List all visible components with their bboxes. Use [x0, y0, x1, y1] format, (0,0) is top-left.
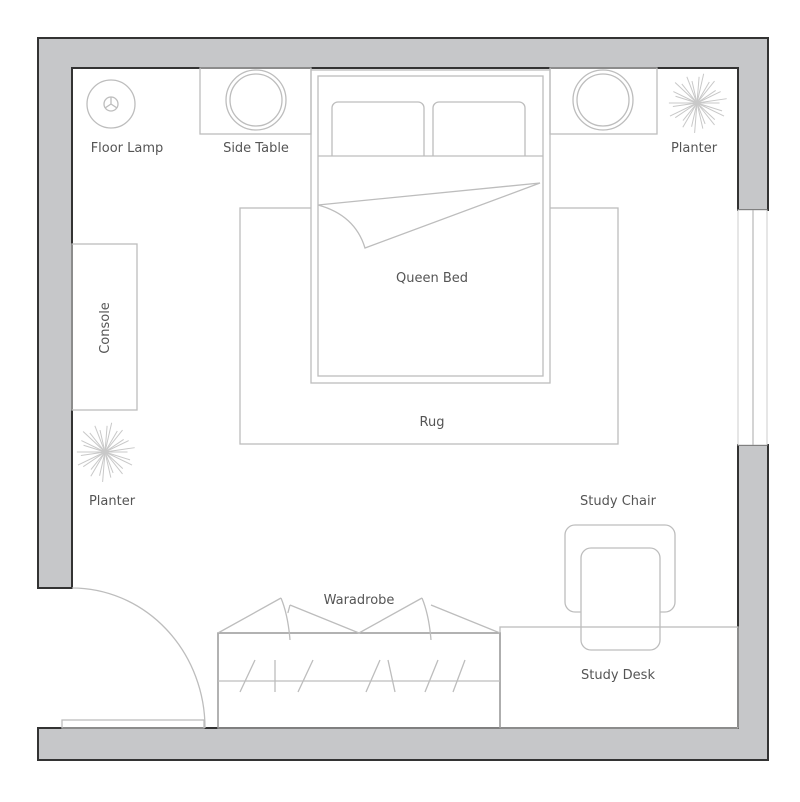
label-planter-top: Planter [671, 141, 718, 156]
planter-leaf [682, 102, 698, 121]
console [71, 243, 138, 411]
planter-leaf [694, 102, 698, 133]
hangers [239, 659, 466, 693]
floor-lamp [86, 79, 136, 129]
planter-leaf [674, 102, 698, 119]
label-floor-lamp: Floor Lamp [91, 141, 164, 156]
planter-leaf [104, 430, 118, 453]
planter-leaf [83, 444, 106, 453]
label-rug: Rug [420, 415, 445, 430]
planter-leaf [669, 102, 698, 117]
label-console: Console [98, 302, 113, 354]
planter-leaf [104, 451, 131, 461]
planter-leaf [104, 425, 108, 453]
planter-leaf [696, 102, 715, 126]
planter-leaf [82, 431, 106, 453]
side-table-right [549, 67, 658, 135]
planter-leaf [696, 76, 700, 104]
planter-leaf [104, 447, 135, 453]
planter-leaf [90, 451, 106, 470]
planter-leaf [696, 81, 710, 104]
wardrobe-doors [217, 597, 501, 641]
planter-leaf [696, 102, 716, 121]
planter-leaf [104, 451, 123, 475]
planter-leaf [104, 451, 124, 470]
planter-leaf [82, 451, 106, 468]
planter-leaf [691, 102, 698, 127]
label-side-table: Side Table [223, 141, 289, 156]
study-chair [564, 524, 676, 651]
label-wardrobe: Waradrobe [324, 593, 395, 608]
planter-leaf [89, 432, 106, 453]
planter-leaf [80, 451, 106, 457]
planter-leaf [696, 80, 715, 104]
planter-leaf [696, 73, 705, 104]
planter-leaf [104, 439, 124, 453]
planter-leaf [674, 82, 698, 104]
wall-top-left [37, 37, 769, 589]
planter-leaf [90, 451, 106, 477]
planter-leaf [673, 91, 698, 104]
planter-leaf [696, 102, 706, 125]
side-table-left [199, 67, 312, 135]
planter-leaf [104, 440, 129, 453]
window [737, 209, 768, 446]
label-queen-bed: Queen Bed [396, 271, 468, 286]
planter-leaf [104, 451, 114, 474]
planter-leaf [102, 451, 106, 482]
label-study-desk: Study Desk [581, 668, 655, 683]
queen-bed [310, 69, 551, 384]
planter-leaf [99, 429, 106, 453]
planter-leaf [104, 451, 133, 466]
planter-leaf [94, 425, 106, 453]
planter-leaf [691, 80, 698, 104]
planter-leaf [104, 451, 112, 478]
planter-leaf [696, 102, 725, 117]
blanket-fold [317, 182, 541, 249]
label-study-chair: Study Chair [580, 494, 657, 509]
planter-leaf [696, 90, 716, 104]
wardrobe [217, 597, 501, 729]
planter-leaf [696, 102, 723, 112]
planter-left [76, 422, 135, 482]
planter-leaf [675, 95, 698, 104]
planter-leaf [77, 451, 106, 466]
planter-leaf [672, 102, 698, 108]
planter-leaf [696, 91, 721, 104]
planter-leaf [696, 98, 727, 104]
planter-leaf [696, 102, 704, 129]
planter-leaf [99, 451, 106, 476]
planter-top [668, 73, 727, 133]
planter-leaf [682, 102, 698, 128]
planter-leaf [104, 422, 113, 453]
planter-leaf [686, 76, 698, 104]
label-planter-left: Planter [89, 494, 136, 509]
door[interactable] [61, 587, 206, 729]
planter-leaf [81, 440, 106, 453]
planter-leaf [104, 429, 123, 453]
planter-leaf [681, 83, 698, 104]
